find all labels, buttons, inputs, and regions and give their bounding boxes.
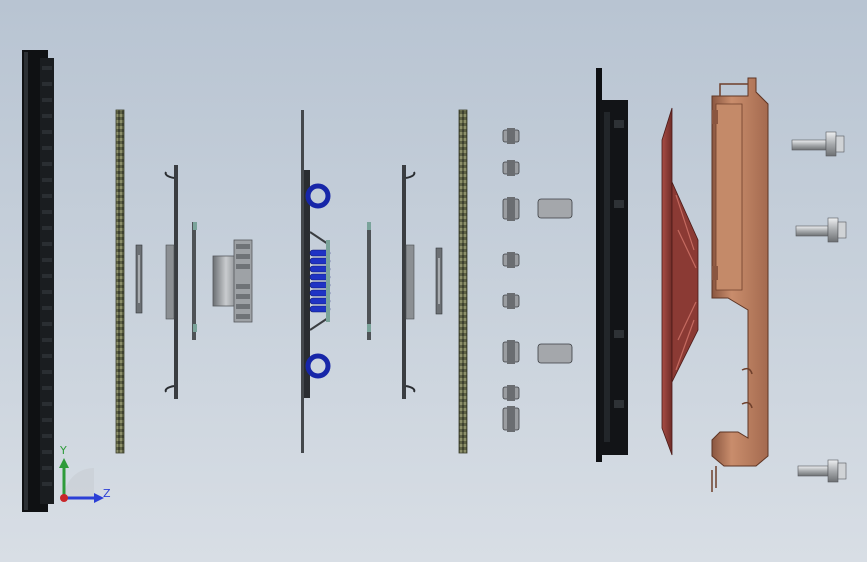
rivet-shafts — [507, 128, 515, 432]
left-retainer-plate[interactable] — [164, 165, 197, 399]
left-washer[interactable] — [135, 244, 143, 314]
cover-bolt-middle[interactable] — [795, 217, 847, 243]
damper-plate[interactable] — [301, 110, 331, 453]
damper-coil-spring — [309, 249, 331, 313]
y-axis-label: Y — [59, 444, 67, 457]
right-retainer-plate[interactable] — [367, 165, 416, 399]
dowel-pins[interactable] — [537, 198, 573, 364]
z-axis-label: Z — [103, 487, 111, 500]
damper-spring-bottom — [305, 353, 331, 379]
friction-disc-left[interactable] — [115, 109, 125, 454]
friction-disc-right[interactable] — [458, 109, 468, 454]
pressure-plate[interactable] — [596, 68, 628, 462]
flywheel[interactable] — [22, 50, 54, 512]
splined-hub[interactable] — [212, 239, 253, 323]
orientation-triad: Y Z — [59, 444, 111, 503]
cover-bolt-top[interactable] — [791, 131, 845, 157]
right-washer[interactable] — [435, 247, 443, 315]
diaphragm-spring[interactable] — [661, 107, 699, 456]
damper-spring-top — [305, 183, 331, 209]
x-axis-dot — [60, 494, 68, 502]
clutch-cover[interactable] — [711, 77, 769, 492]
cover-bolt-bottom[interactable] — [797, 459, 847, 483]
